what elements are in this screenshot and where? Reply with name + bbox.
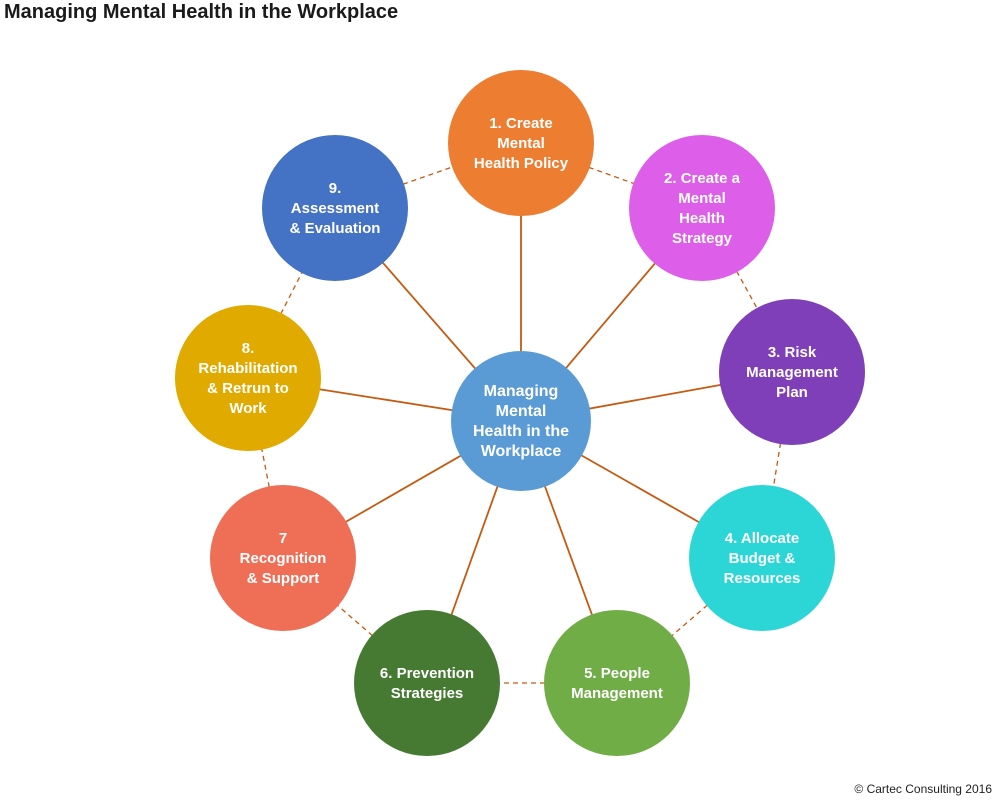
node-assessment: 9.Assessment& Evaluation <box>262 135 408 281</box>
node-label-assessment: 9.Assessment& Evaluation <box>290 180 381 237</box>
node-circle-create-strategy <box>629 135 775 281</box>
node-circle-recognition-support <box>210 485 356 631</box>
page-title: Managing Mental Health in the Workplace <box>4 1 399 23</box>
node-circle-create-policy <box>448 70 594 216</box>
node-circle-risk-management <box>719 299 865 445</box>
node-circle-rehabilitation <box>175 305 321 451</box>
node-circle-assessment <box>262 135 408 281</box>
copyright-notice: © Cartec Consulting 2016 <box>854 782 992 796</box>
node-circle-allocate-budget <box>689 485 835 631</box>
node-circle-prevention-strategies <box>354 610 500 756</box>
center-circle <box>451 351 591 491</box>
node-circle-people-management <box>544 610 690 756</box>
